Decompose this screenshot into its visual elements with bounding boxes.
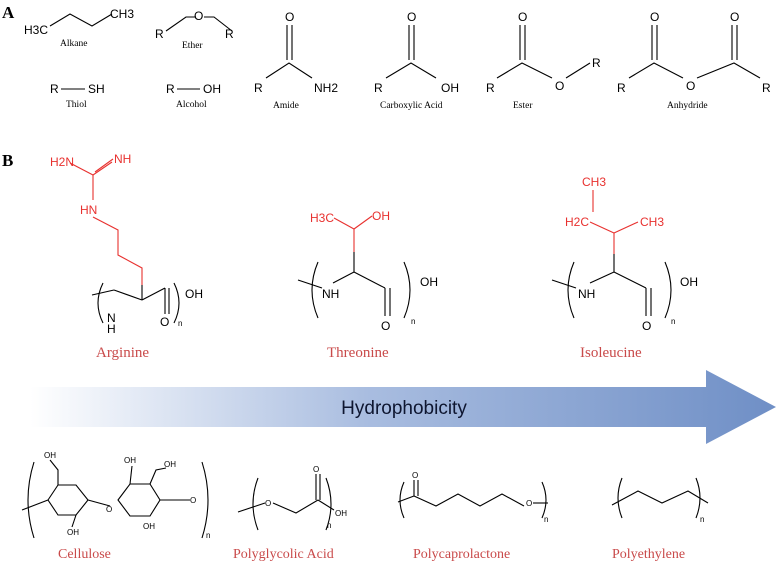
svg-text:H3C: H3C [24,23,48,37]
svg-text:NH: NH [114,152,131,166]
svg-text:O: O [381,319,390,333]
svg-text:OH: OH [335,509,347,518]
svg-text:R: R [155,27,164,41]
polycaprolactone-label: Polycaprolactone [413,547,510,562]
cellulose-structure: OH OH OH OH OH O O n [21,451,210,540]
svg-text:R: R [50,82,59,96]
polyethylene-label: Polyethylene [612,547,685,562]
svg-text:NH: NH [322,287,339,301]
polyethylene-structure: n [611,477,709,524]
svg-text:n: n [671,317,675,326]
ether-label: Ether [182,41,203,51]
alcohol-label: Alcohol [176,100,207,110]
svg-text:OH: OH [164,460,176,469]
carboxylic-acid-label: Carboxylic Acid [380,101,443,111]
alcohol-structure: R OH Alcohol [166,82,221,110]
svg-text:OH: OH [372,209,390,223]
svg-text:H3C: H3C [310,211,334,225]
amide-label: Amide [273,101,299,111]
polyglycolic-acid-structure: O O OH n [237,465,347,531]
svg-text:N: N [107,311,116,325]
alkane-structure: H3C CH3 Alkane [24,7,134,49]
svg-text:R: R [486,81,495,95]
svg-text:SH: SH [88,82,105,96]
arginine-structure: H2N NH HN N H O OH n [50,152,203,336]
thiol-label: Thiol [66,100,87,110]
svg-text:n: n [411,317,415,326]
svg-text:OH: OH [203,82,221,96]
isoleucine-structure: CH3 H2C CH3 NH O OH n [551,175,698,333]
svg-text:NH: NH [578,287,595,301]
polycaprolactone-structure: O O n [397,471,548,524]
svg-text:O: O [526,499,532,508]
anhydride-label: Anhydride [667,101,708,111]
anhydride-structure: O O R O R Anhydride [617,10,771,111]
svg-text:R: R [254,81,263,95]
thiol-structure: R SH Thiol [50,82,105,110]
polyglycolic-acid-label: Polyglycolic Acid [233,547,334,562]
ether-structure: R O R Ether [155,9,234,51]
hydrophobicity-label: Hydrophobicity [341,398,467,419]
svg-text:n: n [178,319,182,328]
svg-text:OH: OH [143,522,155,531]
svg-text:H2N: H2N [50,155,74,169]
isoleucine-label: Isoleucine [580,345,642,361]
svg-text:O: O [265,499,271,508]
svg-text:CH3: CH3 [110,7,134,21]
panel-label-b: B [2,151,13,170]
hydrophobicity-arrow: Hydrophobicity [30,370,776,444]
svg-text:R: R [592,56,601,70]
svg-text:NH2: NH2 [314,81,338,95]
svg-text:R: R [166,82,175,96]
svg-text:R: R [617,81,626,95]
threonine-label: Threonine [327,345,389,361]
cellulose-label: Cellulose [58,547,111,562]
ester-structure: O R O R Ester [486,10,601,111]
svg-text:OH: OH [44,451,56,460]
svg-text:H2C: H2C [565,215,589,229]
svg-text:n: n [544,515,548,524]
svg-text:O: O [313,465,319,474]
carboxylic-acid-structure: O R OH Carboxylic Acid [374,10,459,111]
alkane-label: Alkane [60,39,87,49]
svg-text:O: O [190,496,196,505]
svg-text:n: n [327,521,331,530]
svg-text:OH: OH [680,275,698,289]
svg-text:OH: OH [420,275,438,289]
amide-structure: O R NH2 Amide [254,10,338,111]
svg-text:O: O [285,10,294,24]
panel-label-a: A [2,3,15,22]
svg-text:CH3: CH3 [640,215,664,229]
svg-text:R: R [762,81,771,95]
threonine-structure: H3C OH NH O OH n [297,209,438,333]
svg-text:O: O [650,10,659,24]
arginine-label: Arginine [96,345,149,361]
ester-label: Ester [513,101,533,111]
svg-text:OH: OH [124,456,136,465]
svg-text:O: O [686,79,695,93]
svg-text:OH: OH [441,81,459,95]
svg-text:n: n [206,531,210,540]
svg-text:O: O [412,471,418,480]
svg-text:H: H [107,322,116,336]
svg-text:O: O [518,10,527,24]
svg-text:O: O [730,10,739,24]
svg-text:CH3: CH3 [582,175,606,189]
svg-text:O: O [160,315,169,329]
svg-text:HN: HN [80,203,97,217]
svg-text:O: O [106,505,112,514]
svg-text:OH: OH [185,287,203,301]
svg-text:R: R [374,81,383,95]
svg-text:O: O [642,319,651,333]
svg-text:O: O [407,10,416,24]
svg-text:OH: OH [67,528,79,537]
svg-text:R: R [225,27,234,41]
svg-text:O: O [555,79,564,93]
svg-text:n: n [700,515,704,524]
svg-text:O: O [194,9,203,23]
